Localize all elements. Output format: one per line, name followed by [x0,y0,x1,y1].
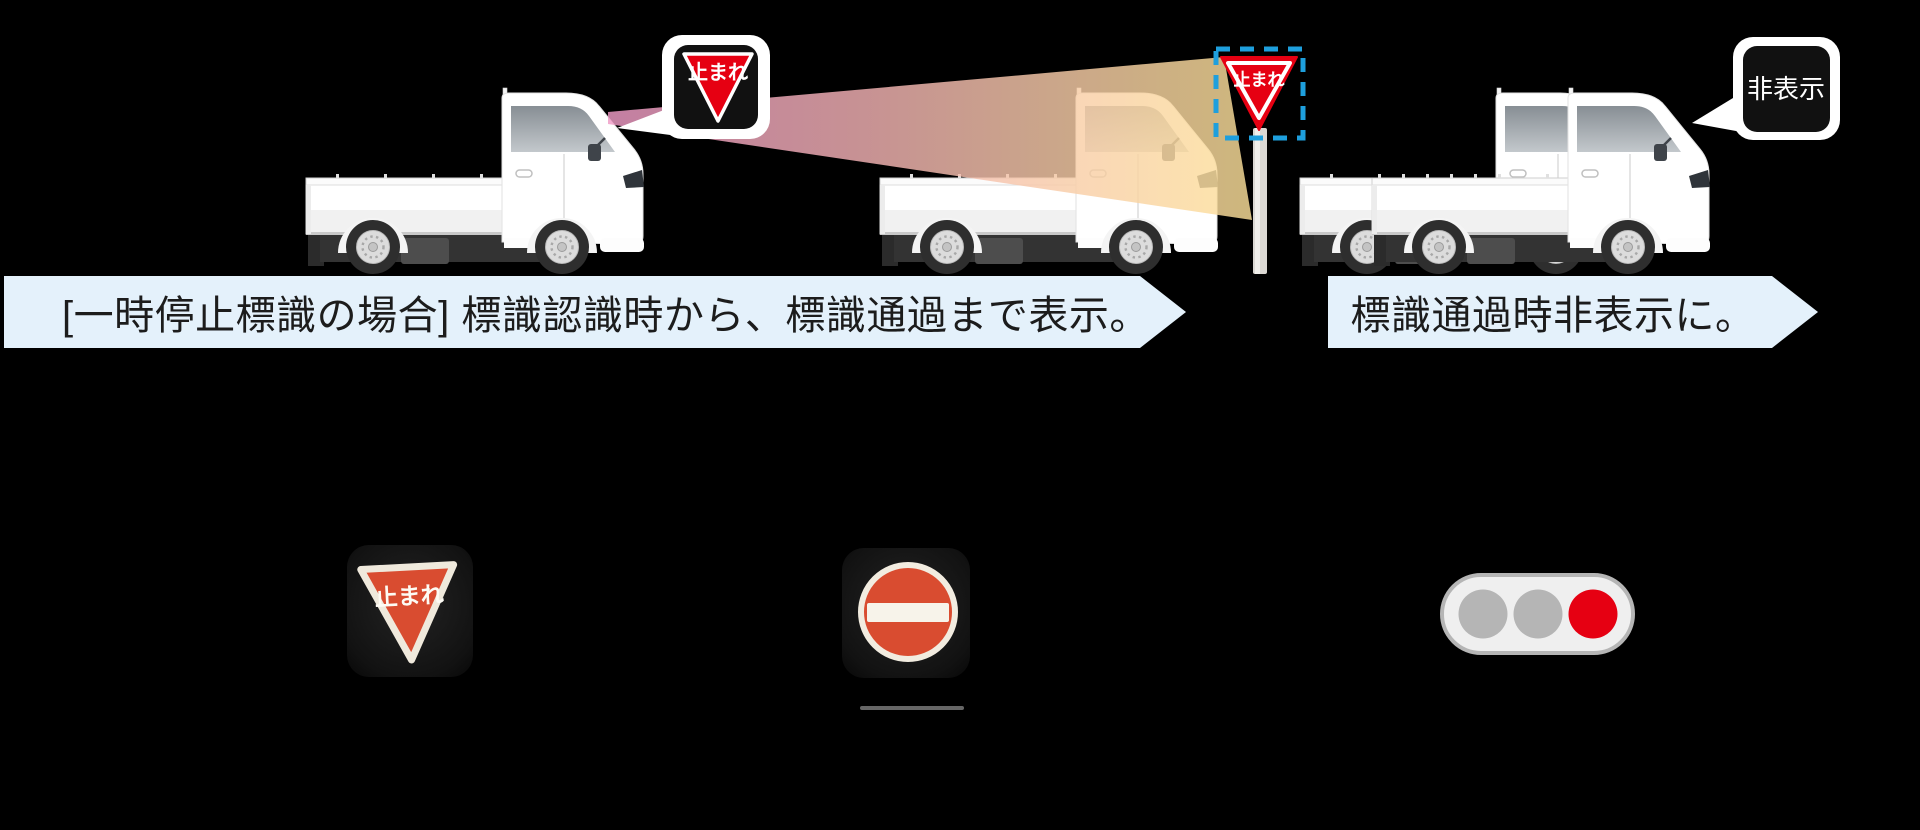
stop-sign-border [1226,61,1292,120]
patch-stop-triangle [357,561,458,664]
roadside-stop-sign: 止まれ [1220,56,1298,274]
patch-stop-text: 止まれ [374,581,444,611]
stop-sign-triangle [1220,56,1298,131]
no-entry-sign-photo-patch [842,548,970,710]
truck-1 [306,88,644,274]
stop-sign-bubble: 止まれ [617,35,770,139]
banner-stop-sign-case: [一時停止標識の場合] 標識認識時から、標識通過まで表示。 [4,276,1186,348]
traffic-light-yellow-off [1513,589,1563,639]
hidden-bubble: 非表示 [1692,37,1840,140]
sign-pole-highlight [1255,128,1260,274]
detection-box-dashed [1213,46,1306,141]
patch-table-edge [860,706,964,710]
traffic-light-red-on [1568,589,1618,639]
bubble-stop-text: 止まれ [688,61,748,84]
bubble-stop-triangle [682,52,754,123]
hidden-text: 非表示 [1747,74,1825,104]
bubble-screen [1743,46,1830,132]
banner-stop-sign-case-text: [一時停止標識の場合] 標識認識時から、標識通過まで表示。 [62,294,1150,338]
stop-sign-text: 止まれ [1234,70,1285,90]
no-entry-bar [867,603,949,622]
traffic-light-icon [1440,573,1635,655]
banner-passing-sign-text: 標識通過時非表示に。 [1350,294,1756,338]
banner-passing-sign: 標識通過時非表示に。 [1328,276,1818,348]
stop-sign-photo-patch: 止まれ [347,545,473,677]
traffic-light-green-off [1458,589,1508,639]
